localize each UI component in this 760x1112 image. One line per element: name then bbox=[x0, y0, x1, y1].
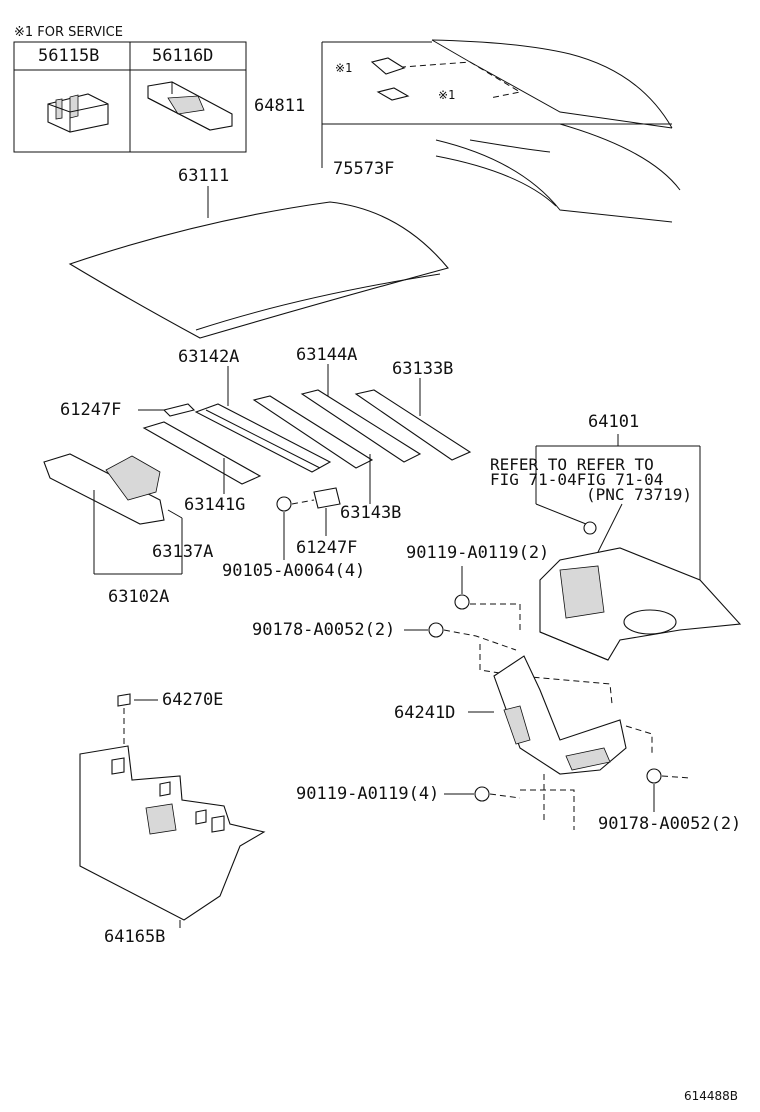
nut-90178-b-icon bbox=[646, 768, 691, 812]
label-64165b: 64165B bbox=[104, 927, 166, 947]
roof-bow-63142a-icon bbox=[194, 366, 332, 473]
rear-package-tray-icon bbox=[535, 434, 742, 661]
roof-bow-63141g-icon bbox=[142, 421, 262, 494]
label-63142a: 63142A bbox=[178, 347, 240, 367]
clip-56115b-icon bbox=[47, 93, 109, 133]
bolt-90119-4-icon bbox=[444, 786, 521, 802]
windshield-molding-icon bbox=[321, 123, 681, 223]
roof-bow-63144a-icon bbox=[252, 364, 422, 469]
label-90178-a0052-b: 90178-A0052(2) bbox=[598, 814, 742, 834]
label-64270e: 64270E bbox=[162, 690, 224, 710]
label-63144a: 63144A bbox=[296, 345, 358, 365]
roof-panel-icon bbox=[68, 186, 449, 339]
service-table bbox=[13, 41, 247, 153]
rear-side-panel-icon bbox=[468, 644, 653, 830]
bracket-61247f-a-icon bbox=[138, 403, 196, 417]
label-63141g: 63141G bbox=[184, 495, 246, 515]
service-part-56116d: 56116D bbox=[152, 46, 214, 66]
refer-note-line1: REFER TO REFER TO bbox=[490, 455, 654, 474]
nut-90178-a-icon bbox=[404, 622, 517, 651]
refer-note-line2: FIG 71-04FIG 71-04 bbox=[490, 470, 664, 489]
service-part-56115b: 56115B bbox=[38, 46, 100, 66]
bracket-61247f-b-icon bbox=[313, 487, 341, 536]
bolt-90105-icon bbox=[276, 496, 315, 560]
label-61247f-a: 61247F bbox=[60, 400, 122, 420]
marker-service-b: ※1 bbox=[438, 88, 456, 102]
label-64811: 64811 bbox=[254, 96, 306, 116]
marker-service-a: ※1 bbox=[335, 61, 353, 75]
label-63111: 63111 bbox=[178, 166, 230, 186]
label-90119-a0119-4: 90119-A0119(4) bbox=[296, 784, 440, 804]
label-61247f-b: 61247F bbox=[296, 538, 358, 558]
service-note: ※1 FOR SERVICE bbox=[14, 25, 123, 40]
clip-56116d-icon bbox=[147, 81, 233, 131]
insulator-pad-icon bbox=[79, 745, 266, 928]
label-63143b: 63143B bbox=[340, 503, 402, 523]
label-63133b: 63133B bbox=[392, 359, 454, 379]
windshield-glass-icon bbox=[321, 39, 673, 129]
label-90105-a0064: 90105-A0064(4) bbox=[222, 561, 366, 581]
clip-64270e-icon bbox=[117, 693, 158, 750]
label-63102a: 63102A bbox=[108, 587, 170, 607]
roof-bow-63133b-icon bbox=[354, 378, 472, 461]
figure-id: 614488B bbox=[684, 1089, 739, 1103]
label-64241d: 64241D bbox=[394, 703, 456, 723]
bolt-90119-2-icon bbox=[454, 566, 521, 632]
front-header-panel-icon bbox=[43, 453, 183, 575]
label-90119-a0119-2: 90119-A0119(2) bbox=[406, 543, 550, 563]
label-90178-a0052-a: 90178-A0052(2) bbox=[252, 620, 396, 640]
label-75573f: 75573F bbox=[333, 159, 395, 179]
refer-note-line3: (PNC 73719) bbox=[586, 485, 692, 504]
label-63137a: 63137A bbox=[152, 542, 214, 562]
label-64101: 64101 bbox=[588, 412, 640, 432]
